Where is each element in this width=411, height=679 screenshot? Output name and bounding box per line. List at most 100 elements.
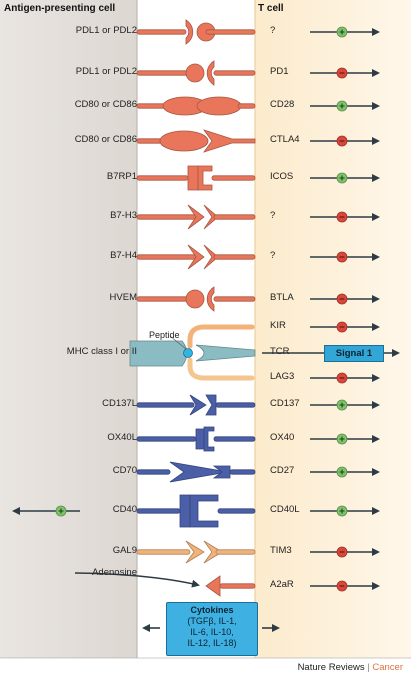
left-label-mhc: MHC class I or II — [66, 346, 137, 357]
row-7-receptor-stalk — [213, 254, 256, 260]
right-label-cd137: CD137 — [270, 398, 300, 409]
right-label-tim3: TIM3 — [270, 545, 292, 556]
left-label-b7h3: B7-H3 — [110, 210, 137, 221]
row-12-ligand-chevron — [189, 394, 207, 416]
row-12-receptor-head — [205, 394, 217, 416]
row-2-receptor-stalk — [213, 70, 256, 76]
apc-membrane-band — [0, 0, 137, 658]
row-16-receptor-stalk — [215, 549, 256, 555]
cytokines-line-2: IL-6, IL-10, — [190, 627, 234, 637]
row-1-ligand-stalk — [136, 29, 187, 35]
row-4-ligand-stalk — [136, 138, 163, 144]
cytokines-title: Cytokines — [190, 605, 234, 615]
row-14-receptor-stalk — [229, 469, 256, 475]
right-label-cd27: CD27 — [270, 465, 295, 476]
row-3-plus-glyph — [339, 103, 345, 109]
row-2-cup — [206, 60, 215, 86]
row-14-ligand-wedge — [169, 461, 229, 483]
right-label-tcr: TCR — [270, 346, 290, 357]
row-3-ligand-stalk — [136, 103, 166, 109]
kir-receptor — [187, 324, 255, 349]
row-13-receptor-bracket — [203, 426, 215, 452]
right-label-icos: ICOS — [270, 171, 294, 182]
left-label-cd80-cd86-a: CD80 or CD86 — [74, 99, 137, 110]
row-16-ligand-chevron — [185, 540, 205, 564]
right-label-unknown-b: ? — [270, 210, 276, 221]
row-5-receptor-bracket — [197, 165, 213, 191]
credit-journal: Nature Reviews — [297, 662, 365, 673]
row-2-ball — [185, 63, 205, 83]
row-3-receptor-stalk — [237, 103, 256, 109]
row-13-plus-glyph — [339, 436, 345, 442]
row-7-ligand-stalk — [136, 254, 197, 260]
right-label-ctla4: CTLA4 — [270, 134, 300, 145]
mhc-molecule — [129, 340, 188, 367]
left-label-hvem: HVEM — [109, 292, 137, 303]
row-14-ligand-stalk — [136, 469, 171, 475]
row-15-receptor-bracket — [189, 494, 219, 528]
cd40-plus-glyph — [58, 508, 64, 514]
left-label-pdl1-pdl2-b: PDL1 or PDL2 — [75, 66, 137, 77]
row-1-plus-glyph — [339, 29, 345, 35]
right-label-unknown-c: ? — [270, 250, 276, 261]
row-1-receptor-stalk — [205, 29, 256, 35]
cytokines-line-3: IL-12, IL-18) — [187, 638, 237, 648]
right-label-cd40l: CD40L — [270, 504, 300, 515]
left-label-cd137l: CD137L — [102, 398, 137, 409]
row-15-ligand-stalk — [136, 508, 181, 514]
row-14-receptor-head — [212, 465, 231, 479]
row-16-ligand-stalk — [136, 549, 191, 555]
cytokines-line-1: (TGFβ, IL-1, — [187, 616, 237, 626]
lag3-receptor — [187, 357, 255, 381]
row-5-ligand-stalk — [136, 175, 189, 181]
right-label-btla: BTLA — [270, 292, 294, 303]
row-13-ligand-stalk — [136, 436, 197, 442]
row-17-adenosine-arrow — [74, 572, 200, 588]
right-label-ox40: OX40 — [270, 432, 295, 443]
row-13-ligand-block — [195, 428, 205, 450]
right-label-cd28: CD28 — [270, 99, 295, 110]
row-2-ligand-stalk — [136, 70, 191, 76]
row-3-receptor-head — [196, 96, 242, 116]
peptide-pointer — [169, 335, 187, 350]
row-12-plus-glyph — [339, 402, 345, 408]
right-label-kir: KIR — [270, 320, 286, 331]
row-7-ligand-chevron — [187, 244, 205, 270]
apc-header: Antigen-presenting cell — [4, 3, 116, 14]
signal-1-box: Signal 1 — [324, 345, 384, 362]
left-label-cd70: CD70 — [112, 465, 137, 476]
row-4-ligand-head — [159, 130, 209, 152]
row-6-receptor-stalk — [213, 214, 256, 220]
left-label-gal9: GAL9 — [112, 545, 137, 556]
row-13-receptor-stalk — [213, 436, 256, 442]
row-6-ligand-stalk — [136, 214, 197, 220]
row-15-ligand-block — [179, 494, 191, 528]
row-12-receptor-stalk — [215, 402, 256, 408]
credit-section: Cancer — [372, 662, 403, 673]
tcell-membrane-band — [255, 0, 411, 658]
row-17-receptor-stalk — [219, 583, 256, 589]
row-16-receptor-chevron — [203, 540, 223, 564]
journal-credit: Nature Reviews | Cancer — [297, 662, 403, 673]
right-label-pd1: PD1 — [270, 66, 289, 77]
row-4-receptor-fork — [202, 129, 256, 153]
row-5-plus-glyph — [339, 175, 345, 181]
cytokines-box: Cytokines (TGFβ, IL-1, IL-6, IL-10, IL-1… — [166, 602, 258, 656]
row-5-receptor-stalk — [211, 175, 256, 181]
left-label-b7h4: B7-H4 — [110, 250, 137, 261]
right-label-unknown-a: ? — [270, 25, 276, 36]
left-label-pdl1-pdl2-a: PDL1 or PDL2 — [75, 25, 137, 36]
peptide-label: Peptide — [149, 330, 180, 340]
left-label-b7rp1: B7RP1 — [106, 171, 137, 182]
row-6-ligand-chevron — [187, 204, 205, 230]
row-12-ligand-stalk — [136, 402, 195, 408]
tcell-header: T cell — [258, 3, 284, 14]
right-label-lag3: LAG3 — [270, 371, 295, 382]
row-1-cup — [185, 19, 194, 45]
row-8-ligand-stalk — [136, 296, 191, 302]
row-8-receptor-stalk — [213, 296, 256, 302]
tcr-receptor — [195, 344, 256, 362]
left-label-adenosine: Adenosine — [92, 567, 137, 578]
